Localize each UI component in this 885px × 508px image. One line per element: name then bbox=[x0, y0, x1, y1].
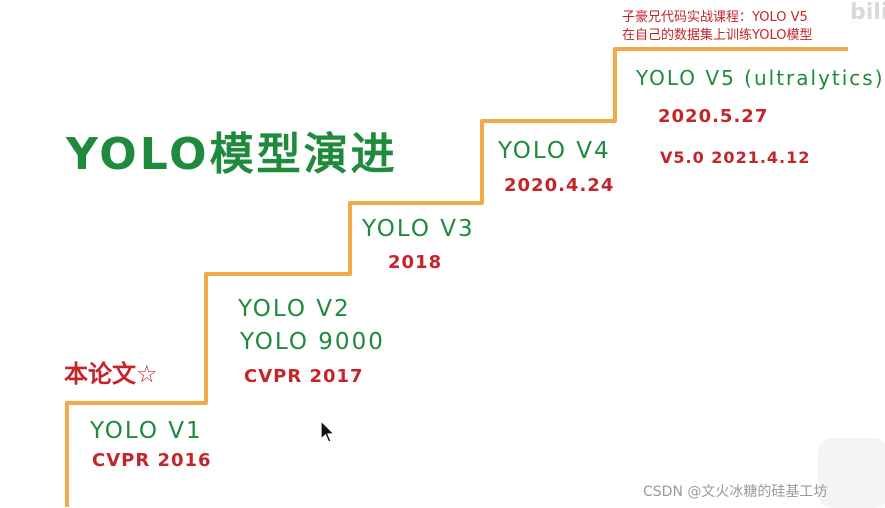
course-note-line1: 子豪兄代码实战课程：YOLO V5 bbox=[622, 10, 808, 25]
yolo-v2-detail: CVPR 2017 bbox=[244, 366, 364, 387]
course-note-line2: 在自己的数据集上训练YOLO模型 bbox=[622, 28, 813, 43]
bilibili-logo: bili bbox=[850, 0, 885, 25]
yolo-v5-label: YOLO V5 (ultralytics) bbox=[636, 66, 885, 90]
yolo-v4-label: YOLO V4 bbox=[498, 138, 611, 164]
this-paper-label: 本论文☆ bbox=[64, 360, 158, 388]
yolo-v3-detail: 2018 bbox=[388, 252, 443, 273]
yolo-v2-label: YOLO V2 bbox=[238, 296, 351, 322]
yolo-v1-detail: CVPR 2016 bbox=[92, 450, 212, 471]
yolo-v1-label: YOLO V1 bbox=[90, 418, 203, 444]
yolo-9000-label: YOLO 9000 bbox=[240, 329, 385, 355]
mouse-cursor-icon bbox=[320, 420, 336, 443]
yolo-v4-detail: 2020.4.24 bbox=[504, 175, 615, 196]
yolo-v5-detail: 2020.5.27 bbox=[658, 106, 769, 127]
yolo-v3-label: YOLO V3 bbox=[362, 216, 475, 242]
yolo-v5-release-detail: V5.0 2021.4.12 bbox=[660, 148, 811, 167]
page-title: YOLO模型演进 bbox=[66, 129, 398, 180]
tv-badge-icon bbox=[818, 438, 885, 508]
staircase-path bbox=[65, 47, 848, 507]
csdn-watermark: CSDN @文火冰糖的硅基工坊 bbox=[643, 484, 828, 500]
